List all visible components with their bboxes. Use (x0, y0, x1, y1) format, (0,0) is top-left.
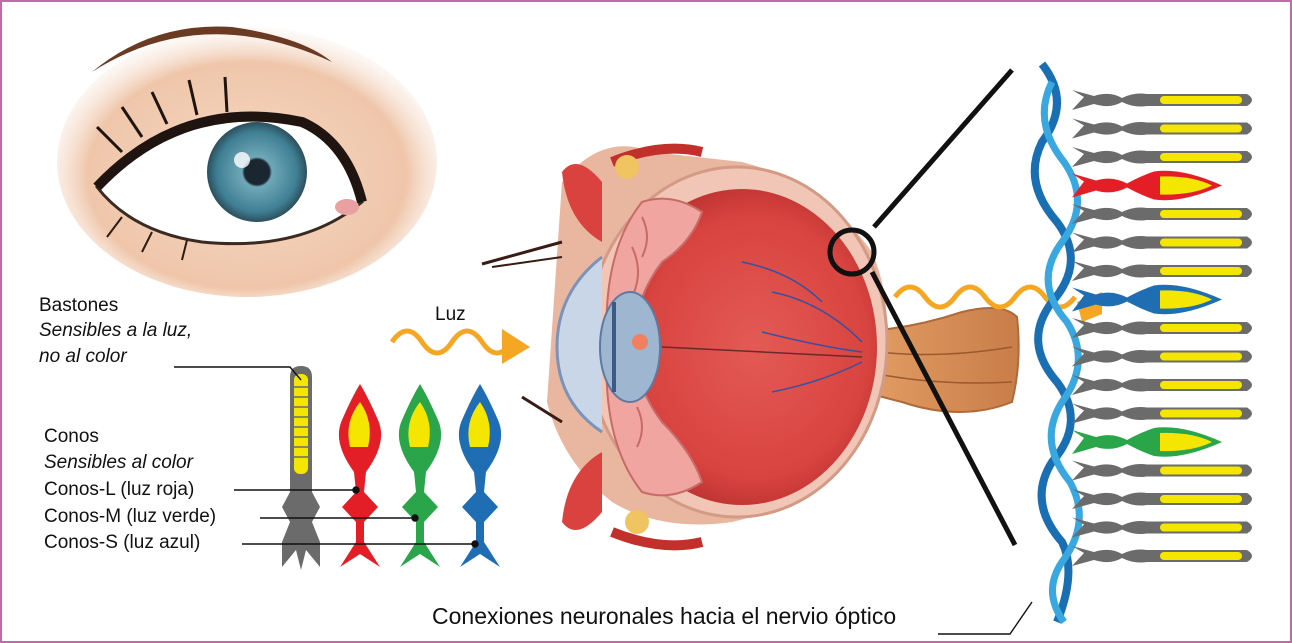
retina-rod (1072, 375, 1252, 395)
retina-rod (1072, 546, 1252, 566)
light-wave-arrow (392, 329, 530, 364)
rod-outer-segment (1160, 210, 1242, 218)
caption-leader-line (938, 602, 1032, 634)
figure-caption: Conexiones neuronales hacia el nervio óp… (432, 605, 896, 627)
rod-outer-segment (1160, 96, 1242, 104)
rods-desc-line1: Sensibles a la luz, (39, 320, 192, 342)
rod-outer-segment (1160, 467, 1242, 475)
rod-outer-segment (1160, 153, 1242, 161)
cones-title: Conos (44, 426, 99, 448)
retina-photoreceptor-column (1072, 90, 1252, 566)
rod-outer-segment (1160, 410, 1242, 418)
rod-outer-segment (1160, 125, 1242, 133)
retina-rod (1072, 119, 1252, 139)
retina-rod (1072, 489, 1252, 509)
rods-desc-line2: no al color (39, 346, 127, 368)
light-label: Luz (435, 304, 466, 326)
retina-cone-m (1072, 427, 1222, 456)
retina-rod (1072, 518, 1252, 538)
rod-outer-segment (1160, 267, 1242, 275)
retina-rod (1072, 204, 1252, 224)
retina-cone-l (1072, 171, 1222, 200)
rod-outer-segment (1160, 353, 1242, 361)
cones-desc: Sensibles al color (44, 452, 193, 474)
retina-rod (1072, 347, 1252, 367)
retina-rod (1072, 318, 1252, 338)
cone-m-diagram (399, 384, 441, 567)
rods-title: Bastones (39, 295, 118, 317)
retina-rod (1072, 147, 1252, 167)
cone-s-diagram (459, 384, 501, 567)
cone-m-label: Conos-M (luz verde) (44, 506, 216, 528)
rod-cell-diagram (282, 366, 320, 570)
rod-outer-segment (1160, 495, 1242, 503)
rod-outer-segment (1160, 381, 1242, 389)
human-eye-illustration (57, 27, 437, 297)
retina-rod (1072, 233, 1252, 253)
cone-s-label: Conos-S (luz azul) (44, 532, 200, 554)
rod-outer-segment (1160, 239, 1242, 247)
rod-outer-segment (1160, 524, 1242, 532)
rod-outer-segment (1160, 324, 1242, 332)
rod-outer-segment (1160, 552, 1242, 560)
retina-rod (1072, 461, 1252, 481)
retina-rod (1072, 90, 1252, 110)
cone-l-label: Conos-L (luz roja) (44, 479, 194, 501)
retina-rod (1072, 404, 1252, 424)
cone-l-diagram (339, 384, 381, 567)
eyeball-cross-section (482, 146, 1019, 545)
neural-connections (1035, 64, 1102, 622)
retina-rod (1072, 261, 1252, 281)
